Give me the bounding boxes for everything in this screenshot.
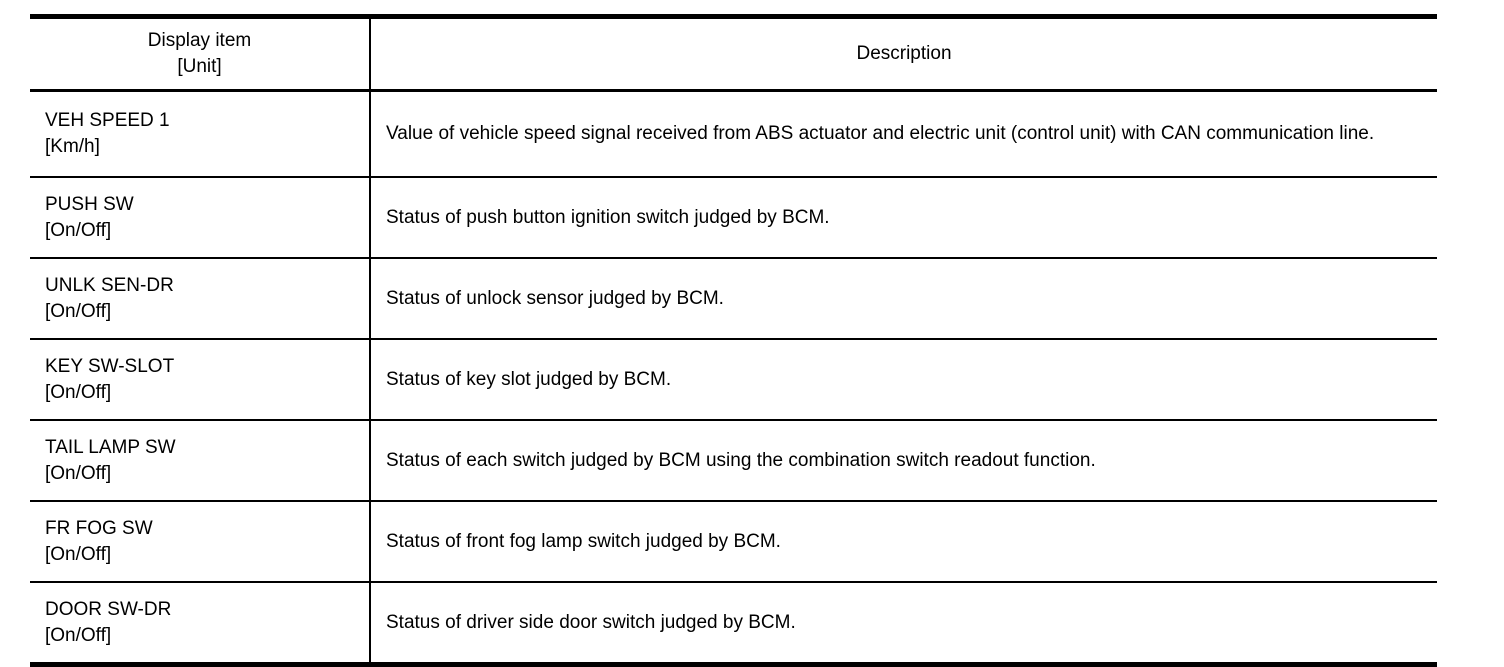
display-item-unit-header: Display item [Unit] [30,16,371,92]
item-name: VEH SPEED 1 [45,110,170,131]
display-item-cell: UNLK SEN-DR [On/Off] [30,257,371,339]
display-item-cell: TAIL LAMP SW [On/Off] [30,419,371,501]
description-cell: Status of key slot judged by BCM. [370,338,1437,420]
manual-page: Display item [Unit] Description VEH SPEE… [30,14,1437,667]
description-cell: Status of front fog lamp switch judged b… [370,500,1437,582]
table-row: UNLK SEN-DR [On/Off] Status of unlock se… [30,257,1437,339]
display-item-header-label: Display item [147,30,252,51]
table-row: VEH SPEED 1 [Km/h] Value of vehicle spee… [30,89,1437,177]
table-row: FR FOG SW [On/Off] Status of front fog l… [30,500,1437,582]
table-row: DOOR SW-DR [On/Off] Status of driver sid… [30,581,1437,665]
item-unit: [On/Off] [45,543,112,565]
item-unit: [Km/h] [45,136,100,157]
table-row: PUSH SW [On/Off] Status of push button i… [30,176,1437,258]
display-item-cell: VEH SPEED 1 [Km/h] [30,89,371,177]
table-header-row: Display item [Unit] Description [30,16,1437,92]
display-item-cell: FR FOG SW [On/Off] [30,500,371,582]
description-cell: Status of driver side door switch judged… [370,581,1437,665]
display-item-cell: KEY SW-SLOT [On/Off] [30,338,371,420]
description-cell: Status of unlock sensor judged by BCM. [370,257,1437,339]
description-text: Status of driver side door switch judged… [386,611,796,633]
description-text: Value of vehicle speed signal received f… [386,123,1375,144]
display-item-cell: DOOR SW-DR [On/Off] [30,581,371,665]
item-unit: [On/Off] [45,381,112,403]
description-header-label: Description [856,43,952,64]
description-text: Status of unlock sensor judged by BCM. [386,287,724,309]
description-cell: Status of push button ignition switch ju… [370,176,1437,258]
item-unit: [On/Off] [45,219,112,241]
description-header: Description [370,16,1437,92]
item-name: PUSH SW [45,193,134,215]
description-cell: Value of vehicle speed signal received f… [370,89,1437,177]
item-unit: [On/Off] [45,624,112,646]
item-unit: [On/Off] [45,300,112,322]
item-name: TAIL LAMP SW [45,436,176,458]
item-name: KEY SW-SLOT [45,355,175,377]
description-text: Status of key slot judged by BCM. [386,368,672,390]
item-name: DOOR SW-DR [45,598,172,620]
description-text: Status of front fog lamp switch judged b… [386,530,781,552]
display-item-cell: PUSH SW [On/Off] [30,176,371,258]
description-text: Status of each switch judged by BCM usin… [386,449,1096,471]
display-item-table: Display item [Unit] Description VEH SPEE… [30,14,1437,667]
description-text: Status of push button ignition switch ju… [386,206,830,228]
item-name: FR FOG SW [45,517,153,539]
description-cell: Status of each switch judged by BCM usin… [370,419,1437,501]
table-row: KEY SW-SLOT [On/Off] Status of key slot … [30,338,1437,420]
unit-header-label: [Unit] [177,56,222,77]
table-row: TAIL LAMP SW [On/Off] Status of each swi… [30,419,1437,501]
item-name: UNLK SEN-DR [45,274,174,296]
item-unit: [On/Off] [45,462,112,484]
